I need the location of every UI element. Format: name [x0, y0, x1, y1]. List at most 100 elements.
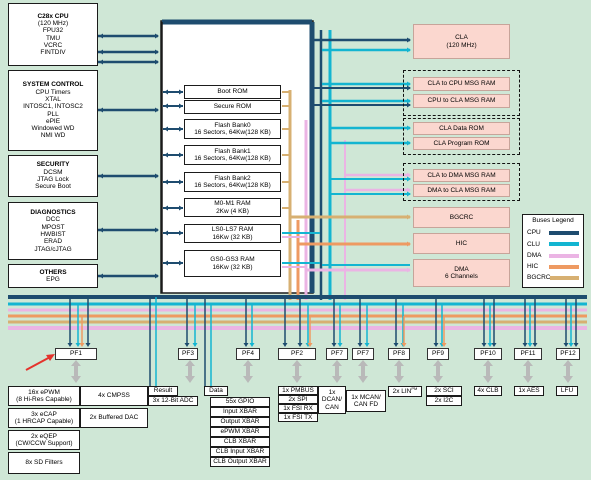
boot-rom-label: Boot ROM [217, 88, 248, 96]
arrow-head [155, 173, 159, 179]
sci-label: 2x SCI [434, 387, 454, 395]
sd-label: 8x SD Filters [25, 459, 63, 467]
gray-arrow-down [332, 376, 342, 383]
dma-to-cla-msg-ram: DMA to CLA MSG RAM [413, 184, 510, 197]
pf1-frame: PF1 [55, 348, 97, 360]
legend-title: Buses Legend [532, 217, 574, 224]
flash1-size: 16 Sectors, 64Kw(128 KB) [194, 155, 271, 162]
result-block: Result [148, 386, 178, 396]
arrow-head [407, 267, 411, 273]
pf3-frame: PF3 [178, 348, 198, 360]
mcan-label: CAN FD [353, 401, 379, 408]
hic-label: HIC [455, 239, 468, 247]
legend-item-cpu: CPU [523, 229, 583, 236]
xbar-label: ePWM XBAR [220, 428, 260, 436]
fsi-rx-label: 1x FSI RX [283, 404, 313, 412]
cpu-line: TMU [45, 34, 61, 42]
gray-arrow-down [563, 376, 573, 383]
ls-size: 16Kw (32 KB) [212, 233, 253, 241]
pf-drop-arrow [522, 343, 528, 347]
arrow-head [79, 343, 85, 347]
bgcrc-label: BGCRC [449, 213, 474, 221]
arrow-head [155, 107, 159, 113]
adc-block: 3x 12-Bit ADC [148, 396, 198, 406]
pf-drop-arrow [491, 343, 497, 347]
arrow-head [99, 33, 103, 39]
pf11-frame: PF11 [514, 348, 542, 360]
legend-item-hic: HIC [523, 263, 583, 270]
arrow-head [407, 125, 411, 131]
security-line: JTAG Lock [37, 176, 69, 183]
eqep-sub: (CW/CCW Support) [15, 440, 73, 447]
security-line: Secure Boot [35, 183, 71, 191]
arrow-head [179, 152, 183, 158]
pf-drop-arrow [282, 343, 288, 347]
cpu-to-cla-msg-ram: CPU to CLA MSG RAM [413, 94, 510, 108]
cla-cpu-msg-group [403, 70, 520, 116]
arrow-head [407, 176, 411, 182]
cpu-block: C28x CPU (120 MHz) FPU32 TMU VCRC FINTDI… [8, 3, 98, 66]
cla-to-cpu-msg-ram: CLA to CPU MSG RAM [413, 77, 510, 91]
clb-block: 4x CLB [474, 386, 502, 396]
buses-legend: Buses Legend CPU CLU DMA HIC BGCRC [522, 214, 584, 288]
arrow-head [192, 343, 198, 347]
boot-rom: Boot ROM [184, 85, 281, 99]
legend-item-cla: CLU [523, 241, 583, 248]
diagnostics-line: JTAG/cJTAG [34, 245, 72, 253]
pmbus-label: 1x PMBUS [282, 386, 314, 394]
gray-arrow-up [292, 360, 302, 366]
cpu-line: FINTDIV [40, 49, 66, 57]
legend-label: CLU [527, 240, 541, 248]
gray-arrow-up [433, 360, 443, 366]
cpu-title: C28x CPU [37, 12, 69, 20]
arrow-head [487, 343, 493, 347]
adc-label: 3x 12-Bit ADC [152, 397, 194, 405]
system-line: XTAL [45, 95, 61, 103]
hic-block: HIC [413, 233, 510, 254]
pf-drop-arrow [573, 343, 579, 347]
arrow-head [75, 343, 81, 347]
gray-arrow-down [523, 376, 533, 383]
gray-arrow-up [483, 360, 493, 366]
epwm-xbar: ePWM XBAR [210, 427, 270, 437]
gray-arrow-up [563, 360, 573, 366]
arrow-head [307, 343, 313, 347]
cla-cpu-label: CLA to CPU MSG RAM [427, 80, 496, 88]
arrow-head [407, 37, 411, 43]
legend-label: CPU [527, 229, 541, 237]
gray-arrow-up [394, 360, 404, 366]
input-xbar: Input XBAR [210, 407, 270, 417]
red-pointer-line [25, 355, 53, 371]
aes-block: 1x AES [514, 386, 544, 396]
ecap-label: 3x eCAP [31, 410, 57, 418]
buffered-dac-block: 2x Buffered DAC [80, 408, 148, 428]
arrow-head [407, 140, 411, 146]
epwm-block: 16x ePWM(8 Hi-Res Capable) [8, 386, 80, 406]
arrow-head [99, 173, 103, 179]
system-line: CPU Timers [35, 88, 71, 96]
arrow-head [164, 179, 168, 185]
spi-block: 2x SPI [278, 395, 318, 404]
red-pointer-head [46, 354, 55, 361]
pf-drop-arrow [331, 343, 337, 347]
arrow-head [99, 59, 103, 65]
xbar-label: CLB Output XBAR [213, 458, 267, 466]
arrow-head [407, 47, 411, 53]
arrow-head [99, 49, 103, 55]
arrow-head [179, 103, 183, 109]
diagnostics-title: DIAGNOSTICS [30, 209, 76, 217]
security-title: SECURITY [36, 161, 70, 169]
legend-label: HIC [527, 263, 539, 271]
gray-arrow-shaft [74, 365, 78, 377]
gray-arrow-shaft [361, 365, 365, 377]
gray-arrow-down [292, 376, 302, 383]
gray-arrow-shaft [486, 365, 490, 377]
arrow-head [155, 49, 159, 55]
clb-output-xbar: CLB Output XBAR [210, 457, 270, 467]
